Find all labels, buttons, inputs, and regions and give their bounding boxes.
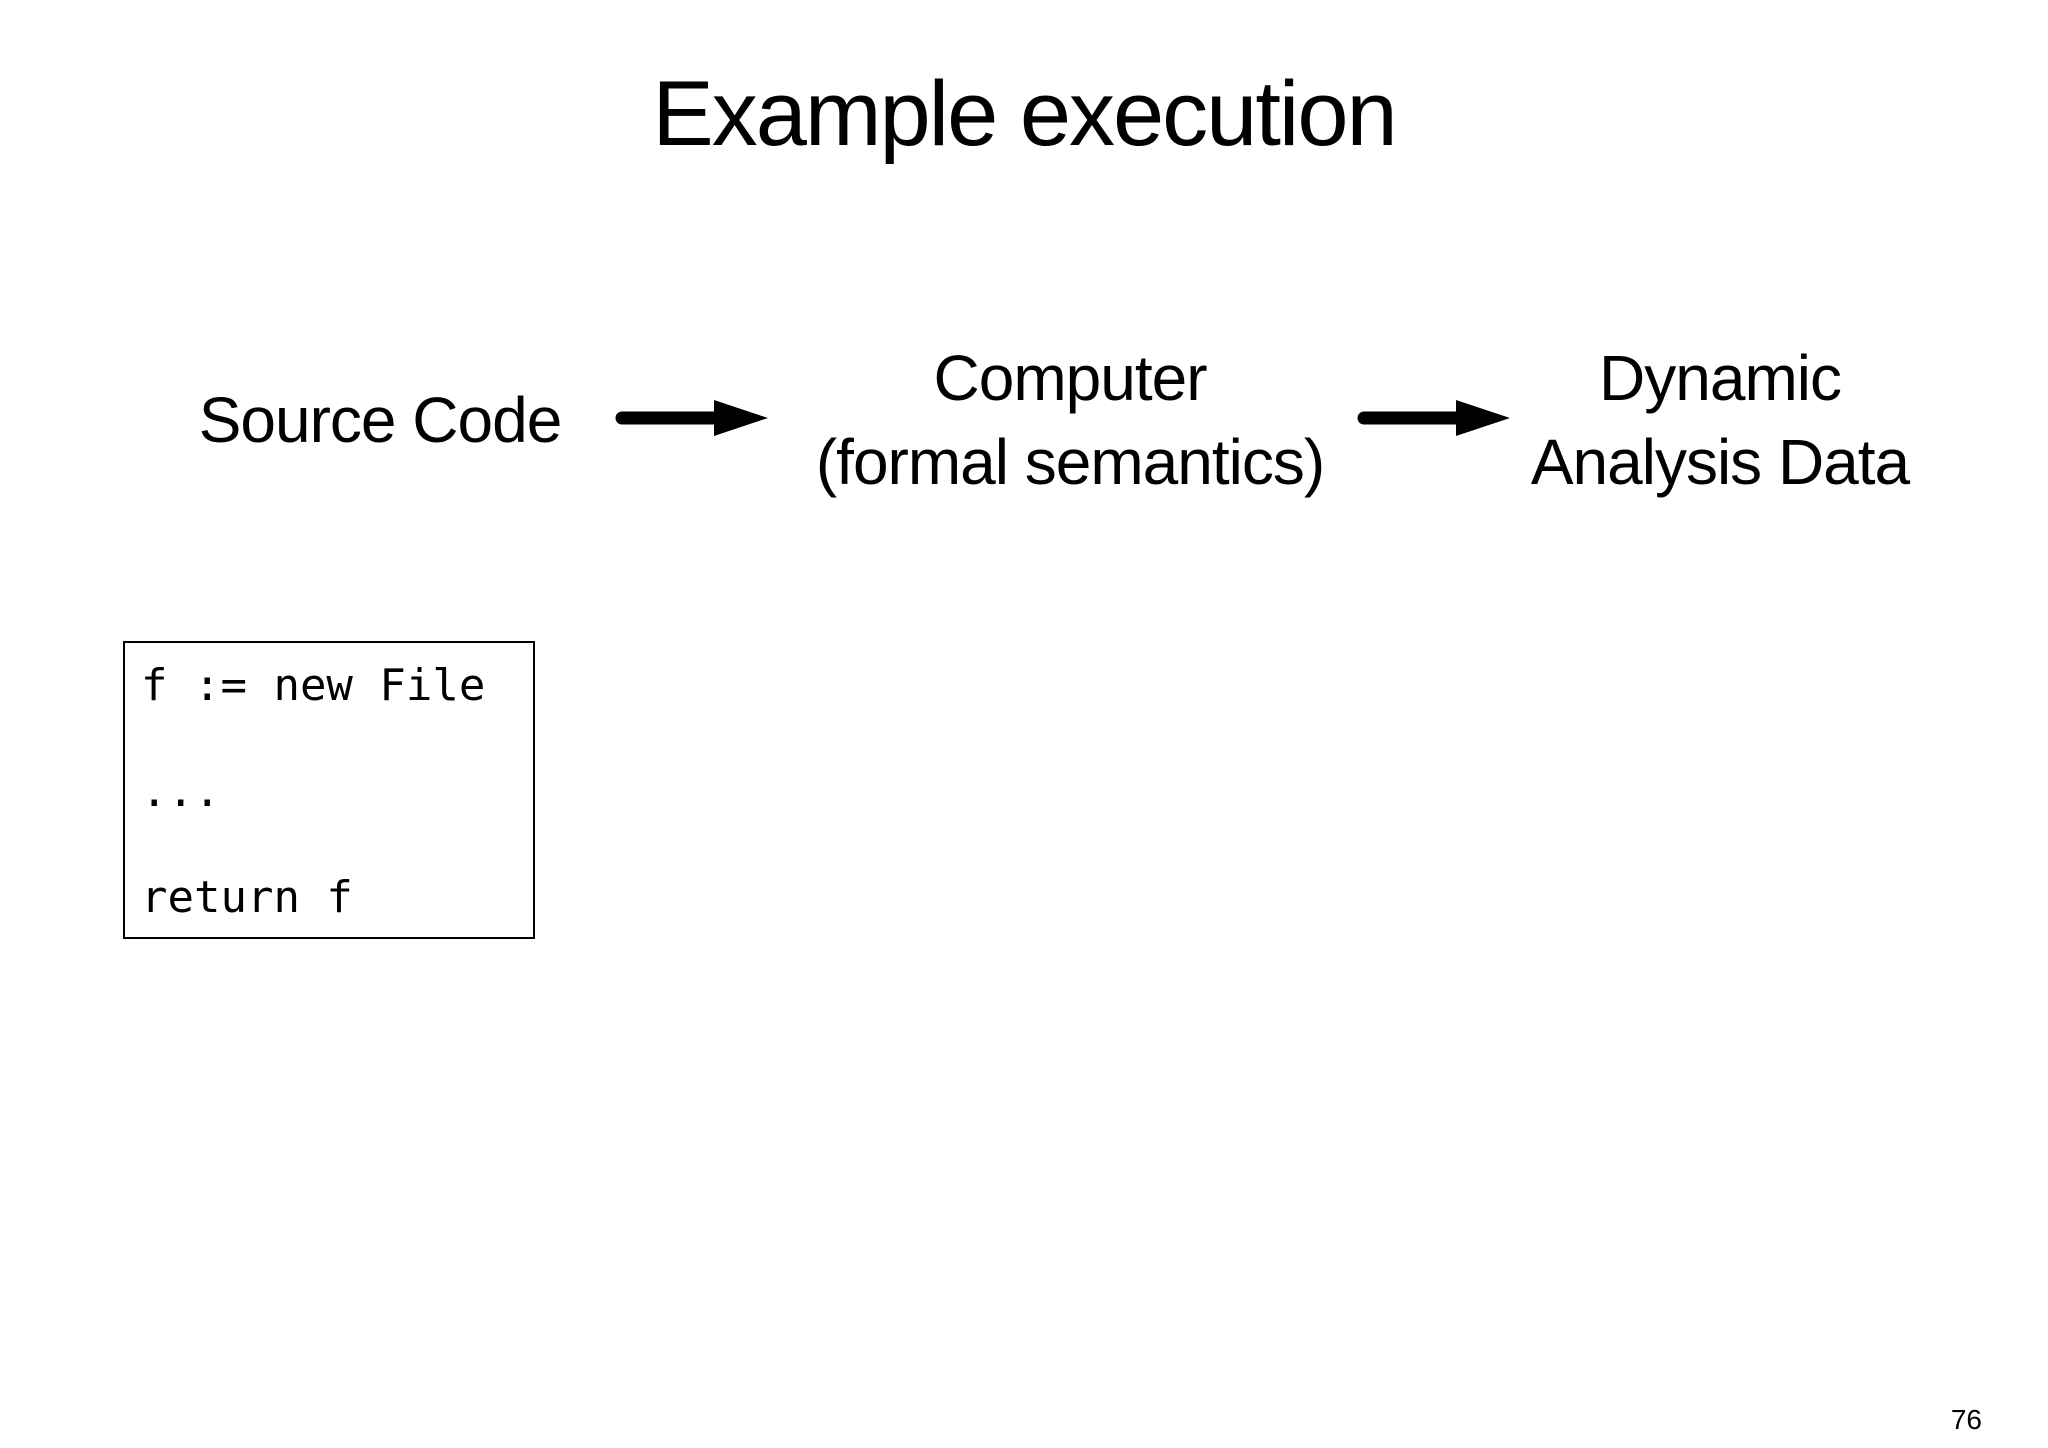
node-computer-label: Computer [933,342,1208,414]
code-listing: f := new File ... return f [123,641,535,939]
node-dynamic-analysis-data: Dynamic Analysis Data [1480,336,1960,504]
code-line-3: return f [141,872,353,923]
arrow-right-icon [1357,400,1510,436]
slide-number: 76 [1950,1404,1982,1435]
arrow-2-head [1456,400,1510,436]
slide-title: Example execution [652,63,1397,165]
arrow-right-icon [615,400,768,436]
node-source-code: Source Code [160,378,600,462]
code-line-2: ... [141,766,221,817]
node-data-label-line-1: Dynamic [1599,342,1842,414]
node-data-label-line-2: Analysis Data [1530,426,1910,498]
node-computer-sublabel: (formal semantics) [815,426,1325,498]
code-line-1: f := new File [141,660,486,711]
node-computer: Computer (formal semantics) [780,336,1360,504]
node-source-code-label: Source Code [198,384,563,456]
arrow-1-head [714,400,768,436]
